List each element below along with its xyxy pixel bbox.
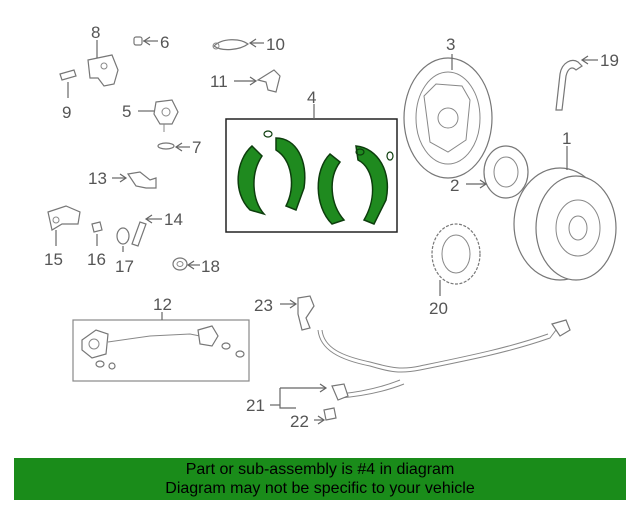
part-21-wire-harness[interactable] [270,319,571,409]
callout-5: 5 [122,102,131,121]
callout-6: 6 [160,33,169,52]
part-23-sensor[interactable] [280,295,315,331]
callout-4: 4 [307,88,316,107]
part-6-plug[interactable] [133,36,158,46]
callout-7: 7 [192,138,201,157]
part-11-bracket[interactable] [234,69,281,93]
part-14-stud[interactable] [131,214,162,247]
part-19-brake-hose[interactable] [555,55,598,111]
part-8-bracket[interactable] [87,40,119,87]
callout-18: 18 [201,257,220,276]
part-17-bushing[interactable] [116,227,130,252]
notice-line-1: Part or sub-assembly is #4 in diagram [185,461,455,478]
part-12-wheel-cylinder-kit[interactable] [72,312,250,382]
callout-11: 11 [210,72,228,91]
notice-line-2: Diagram may not be specific to your vehi… [165,480,475,497]
callout-3: 3 [446,35,455,54]
part-2-gasket[interactable] [466,145,529,199]
callout-10: 10 [266,35,285,54]
callout-12: 12 [153,295,172,314]
part-22-clip[interactable] [314,407,337,425]
callout-20: 20 [429,299,448,318]
part-13-valve[interactable] [112,171,157,189]
notice-banner: Part or sub-assembly is #4 in diagram Di… [14,458,626,500]
part-15-bracket[interactable] [47,205,81,246]
part-20-tone-ring[interactable] [431,223,481,296]
callout-2: 2 [450,176,459,195]
callout-13: 13 [88,169,107,188]
callout-14: 14 [164,210,183,229]
callout-17: 17 [115,257,134,276]
callout-9: 9 [62,103,71,122]
part-10-hose[interactable] [212,38,264,51]
callout-15: 15 [44,250,63,269]
part-4-brake-shoe-set[interactable] [225,104,398,233]
callout-21: 21 [246,396,265,415]
part-3-backing-plate[interactable] [403,54,493,179]
callout-19: 19 [600,51,619,70]
callout-22: 22 [290,412,309,431]
part-7-seal[interactable] [157,142,190,152]
part-9-bolt[interactable] [59,69,77,98]
callout-1: 1 [562,129,571,148]
part-18-nut[interactable] [172,257,200,271]
callout-8: 8 [91,23,100,42]
callout-23: 23 [254,296,273,315]
part-5-valve[interactable] [138,99,179,132]
part-16-bolt[interactable] [91,221,103,246]
part-1-brake-drum[interactable] [513,146,617,281]
callout-16: 16 [87,250,106,269]
